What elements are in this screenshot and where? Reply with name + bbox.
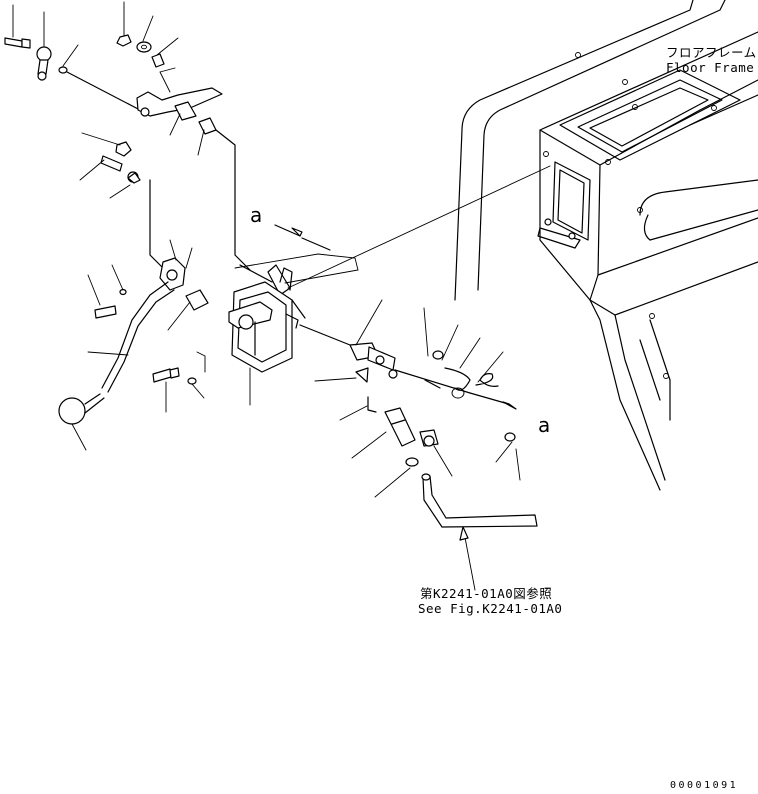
left-lever-assembly — [58, 132, 209, 451]
view-a-left-label: a — [250, 203, 262, 227]
view-a-left — [234, 224, 359, 284]
view-a-right-label: a — [538, 413, 550, 437]
leader-to-frame — [287, 165, 551, 289]
floor-frame-jp-label: フロアフレーム — [666, 45, 757, 60]
right-linkage — [299, 299, 538, 591]
reference-en-label: See Fig.K2241-01A0 — [418, 601, 562, 616]
drawing-code: 00001091 — [670, 780, 738, 791]
top-rod-assembly — [4, 1, 223, 156]
floor-frame — [454, 0, 758, 491]
switch-box — [228, 267, 306, 406]
reference-jp-label: 第K2241-01A0図参照 — [420, 586, 552, 601]
floor-frame-en-label: Floor Frame — [666, 60, 754, 75]
